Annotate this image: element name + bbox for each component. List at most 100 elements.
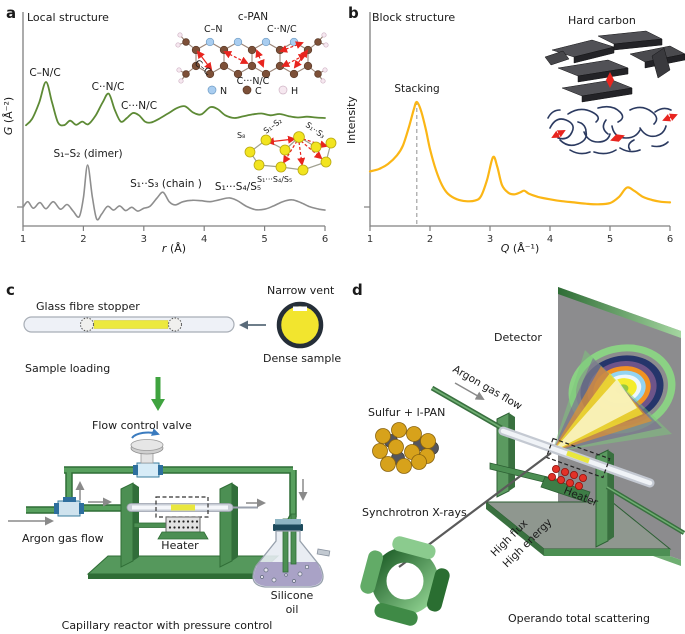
s8-atoms: [244, 131, 337, 176]
operando-hot-zone-outline: [545, 437, 611, 479]
y-axis-title-b: Intensity: [345, 96, 358, 144]
h-legend-label: H: [291, 86, 298, 97]
narrow-vent-label: Narrow vent: [267, 284, 335, 297]
x-unit-a: (Å): [166, 242, 186, 255]
peak-label-s12: S₁–S₂ (dimer): [53, 148, 122, 160]
operando-heater: [540, 464, 591, 503]
s45-label: S₁···S₄/S₅: [257, 175, 292, 184]
c-legend-label: C: [255, 86, 262, 97]
flow-control-valve: [130, 428, 164, 478]
sulfur-lpan-cluster: [372, 422, 439, 474]
n-legend-dot: [207, 85, 217, 95]
reactor-capillary: [126, 496, 234, 518]
intensity-curve: [368, 100, 672, 206]
scattered-beam-fan: [552, 350, 672, 452]
argon-gas-flow-label-c: Argon gas flow: [22, 532, 104, 545]
x-tick-label: 3: [141, 234, 147, 245]
sample-loading-label: Sample loading: [25, 362, 110, 375]
pipe-network: [26, 466, 297, 530]
x-tick-label: 1: [20, 234, 26, 245]
cpan-distance-arrows: [196, 41, 309, 71]
x-tick-label: 5: [607, 234, 613, 245]
atom-legend: N C H: [207, 85, 298, 97]
vent-tube: [290, 513, 297, 565]
side-arm: [316, 548, 331, 557]
h-atoms: [175, 32, 329, 84]
flask-stopper: [273, 524, 303, 531]
operando-capillary: [498, 426, 655, 488]
n-legend-label: N: [220, 86, 227, 97]
peak-label-s13: S₁··S₃ (chain ): [130, 178, 202, 190]
x-axis-title-b: Q (Å⁻¹): [501, 242, 540, 255]
pdf-curves: [22, 81, 326, 221]
synchrotron-icon: [360, 536, 450, 626]
panel-c: c Glass fibre stopper Narrow vent Dense …: [6, 281, 341, 632]
heater-block: [157, 516, 209, 540]
x-axis-ticks-a: 1 2 3 4 5 6: [20, 226, 328, 245]
down-arrow: [151, 377, 165, 411]
x-var-a: r: [162, 242, 168, 255]
sulfur-lpan-label: Sulfur + l-PAN: [368, 406, 445, 419]
flask-liquid: [253, 562, 323, 586]
x-tick-label: 2: [80, 234, 86, 245]
x-tick-label: 4: [201, 234, 207, 245]
peak-label-s45: S₁···S₄/S₅: [215, 181, 261, 193]
graphite-slabs: [544, 30, 685, 103]
valve-turn-arrow: [131, 428, 160, 439]
n-atoms: [205, 37, 299, 47]
hard-carbon-inset: Hard carbon: [544, 14, 685, 155]
domain-spacing-arrows: [551, 113, 678, 142]
x-tick-label: 4: [547, 234, 553, 245]
cpan-label-cnc: C··N/C: [267, 24, 297, 35]
panel-a-title: Local structure: [27, 11, 109, 24]
x-tick-label: 5: [261, 234, 267, 245]
cpan-label-cn: C–N: [204, 24, 223, 35]
x-unit-b: (Å⁻¹): [509, 242, 539, 255]
capillary-tube: [23, 316, 235, 333]
x-var-b: Q: [501, 242, 510, 255]
disordered-carbon: [547, 105, 672, 155]
flow-control-valve-label: Flow control valve: [92, 419, 192, 432]
x-tick-label: 3: [487, 234, 493, 245]
cpan-label-cnnc: C···N/C: [237, 76, 270, 87]
heater-label-c: Heater: [161, 539, 199, 552]
argon-flow-arrow-d: [454, 382, 485, 400]
s8-label: S₈: [237, 131, 245, 140]
peak-label-cn: C–N/C: [29, 67, 60, 79]
y-var-a: G: [2, 127, 15, 136]
silicone-oil-label-2: oil: [286, 603, 299, 616]
t-junction: [54, 497, 84, 517]
panel-letter-b: b: [348, 4, 359, 22]
heater-arm: [133, 522, 167, 528]
panel-c-caption: Capillary reactor with pressure control: [62, 619, 273, 632]
panel-d: d Detector: [352, 281, 685, 626]
panel-letter-d: d: [352, 281, 363, 299]
peak-label-cnnn: C···N/C: [121, 100, 157, 112]
x-tick-label: 2: [427, 234, 433, 245]
dense-sample-label: Dense sample: [263, 352, 341, 365]
s12-label: S₁–S₂: [262, 116, 284, 135]
series-c-PAN: [25, 81, 326, 127]
sample-zone: [171, 504, 195, 511]
x-tick-label: 1: [367, 234, 373, 245]
cpan-inset: c-PAN C–N: [175, 11, 329, 97]
cpan-title: c-PAN: [238, 11, 268, 23]
detector-label: Detector: [494, 331, 542, 344]
panel-letter-c: c: [6, 281, 15, 299]
fibre-stopper-left: [80, 317, 94, 332]
fibre-stopper-right: [168, 317, 182, 332]
silicone-oil-label-1: Silicone: [271, 589, 314, 602]
series-sulfur: [22, 164, 326, 221]
s13-label: S₁··S₃: [304, 120, 327, 140]
silicone-oil-flask: [252, 513, 331, 588]
synchrotron-label: Synchrotron X-rays: [362, 506, 467, 519]
x-tick-label: 6: [322, 234, 328, 245]
argon-inlet-pipe-d: [430, 385, 507, 433]
x-axis-title-a: r (Å): [162, 242, 186, 255]
sulfur-inset: S₈ S₁–S₂ S₁··S₃ S₁···S₄/S₅: [237, 116, 337, 184]
vent-gap: [293, 306, 307, 311]
glass-fibre-stopper-label: Glass fibre stopper: [36, 300, 140, 313]
